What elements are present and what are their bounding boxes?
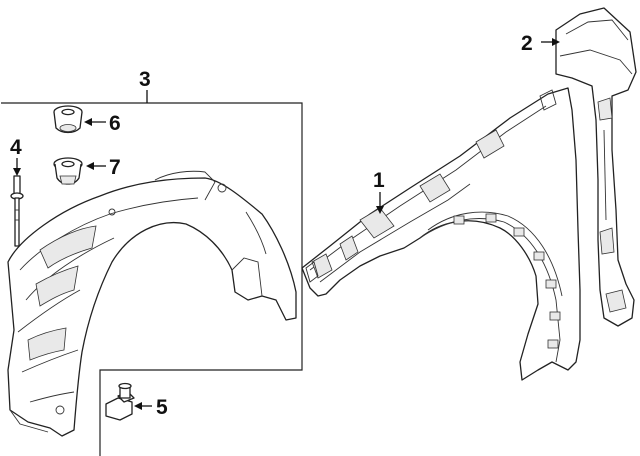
leader-lines: [13, 38, 560, 410]
callout-2: 2: [521, 32, 533, 55]
callout-3: 3: [139, 68, 151, 91]
leader-2-arrow: [552, 38, 560, 46]
callout-4: 4: [10, 136, 22, 159]
liner-group-box: [1, 102, 303, 456]
push-pin-clip-icon: [10, 175, 24, 247]
fender-bracket-icon: [555, 7, 637, 327]
retainer-nut-icon: [53, 105, 83, 134]
callout-7: 7: [109, 156, 121, 179]
leader-1-arrow: [376, 206, 384, 214]
leader-5-arrow: [134, 402, 142, 410]
callout-5: 5: [156, 396, 168, 419]
flange-nut-icon: [53, 157, 83, 185]
leader-4-arrow: [13, 168, 21, 176]
screw-icon: [105, 382, 135, 421]
leader-7-arrow: [86, 162, 94, 170]
callout-1: 1: [373, 169, 385, 192]
fender-liner-icon: [7, 170, 297, 437]
callout-6: 6: [109, 112, 121, 135]
leader-6-arrow: [84, 118, 92, 126]
fender-icon: [301, 87, 581, 381]
